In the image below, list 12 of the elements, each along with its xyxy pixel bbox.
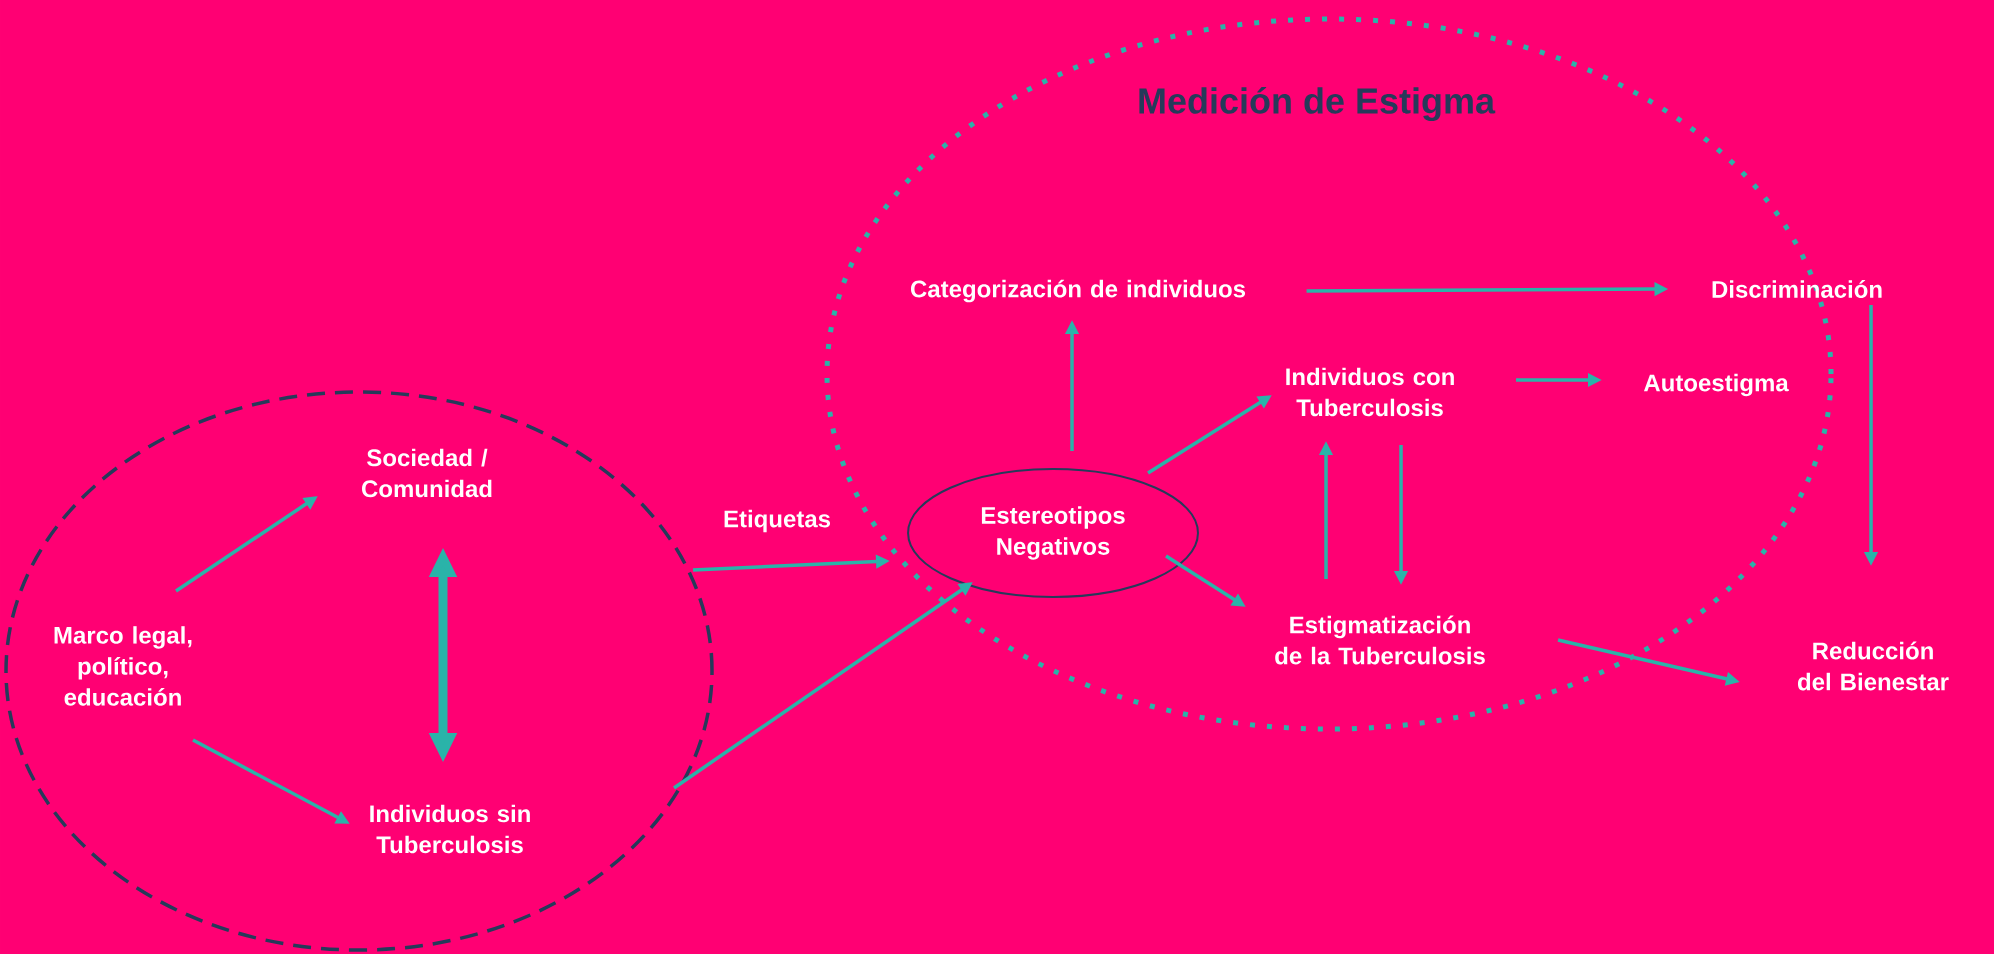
node-text: Sociedad / Comunidad [362,448,492,498]
node-text: Individuos con Tuberculosis [1286,367,1454,417]
dashed-ellipse [4,390,714,952]
node-text: Estigmatización de la Tuberculosis [1275,615,1485,665]
node-text: Individuos sin Tuberculosis [370,804,530,854]
node-text: Reducción del Bienestar [1798,641,1949,691]
node-text: Autoestigma [1643,373,1789,397]
edge-label: Etiquetas [721,507,833,535]
node-text: Marco legal, político, educación [54,626,192,706]
node-text: Categorización de individuos [911,279,1246,303]
node-text: Discriminación [1712,280,1882,298]
ellipse-node: Estereotipos Negativos [907,468,1199,598]
